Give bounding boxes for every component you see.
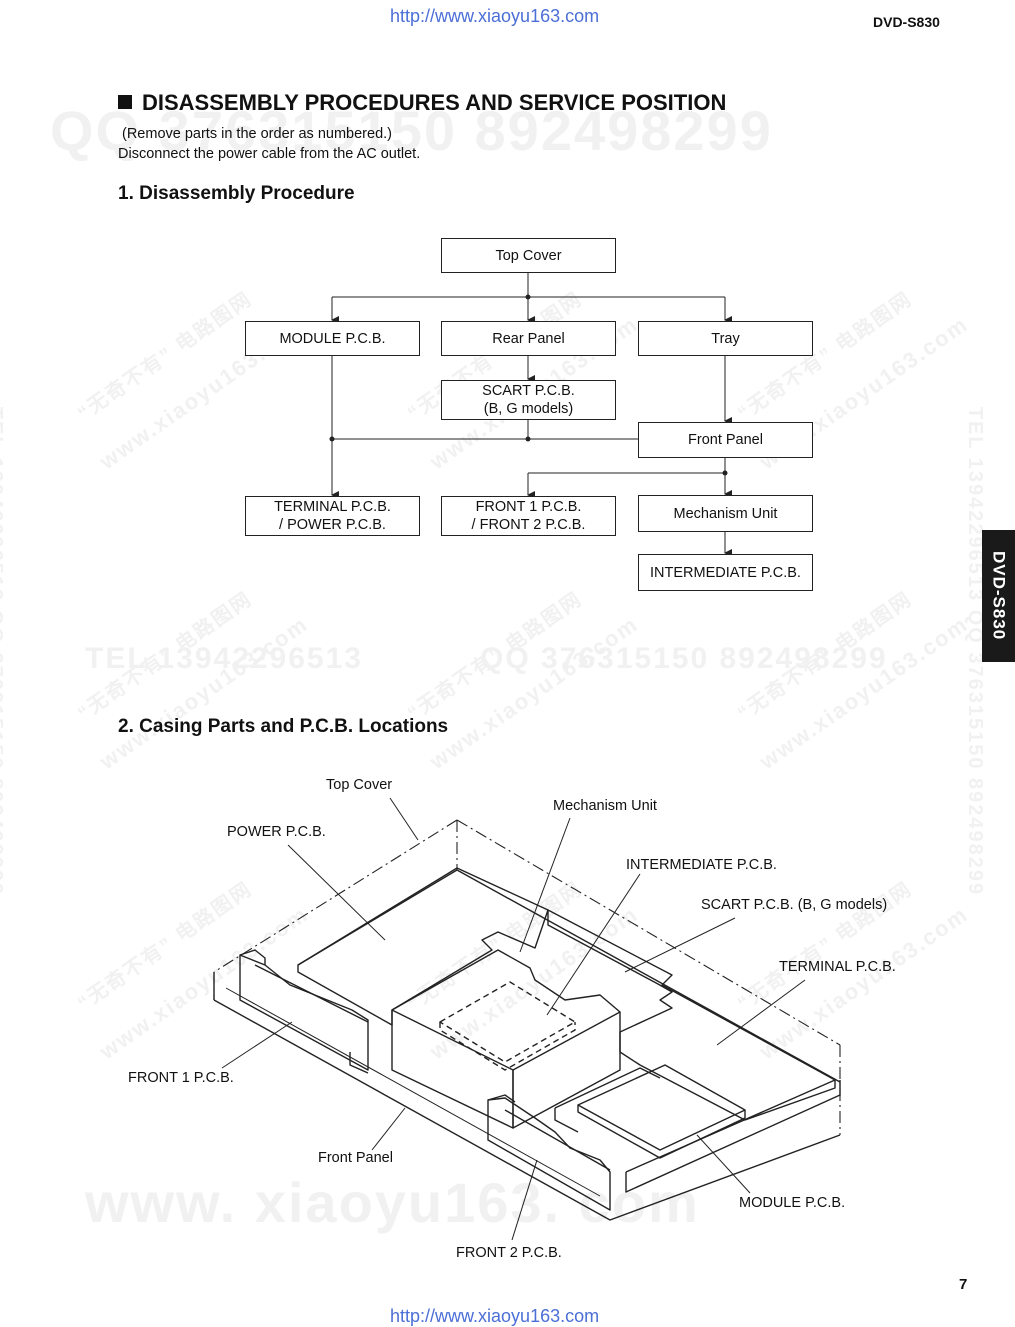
intermediate-pcb-shape [439,981,576,1063]
side-tab-model-text: DVD-S830 [989,551,1009,641]
flow-label-rear-panel: Rear Panel [492,330,565,347]
flow-box-scart-pcb: SCART P.C.B. (B, G models) [441,380,616,420]
note-power: Disconnect the power cable from the AC o… [118,146,421,162]
diagram-label-terminal-pcb: TERMINAL P.C.B. [779,959,896,975]
scart-terminal-pcb-shape [547,909,836,1121]
square-bullet-icon [118,95,132,109]
chassis-base [213,869,841,1221]
flow-box-mechanism-unit: Mechanism Unit [638,495,813,532]
flow-label-scart-line1: SCART P.C.B. [482,383,575,399]
diagram-label-mechanism-unit: Mechanism Unit [553,798,657,814]
flow-box-front-pcb: FRONT 1 P.C.B. / FRONT 2 P.C.B. [441,496,616,536]
diagram-label-front2-pcb: FRONT 2 P.C.B. [456,1245,562,1261]
flow-box-top-cover: Top Cover [441,238,616,273]
diagram-label-front-panel: Front Panel [318,1150,393,1166]
module-pcb-shape [554,1064,746,1159]
flow-label-top-cover: Top Cover [495,247,562,264]
note-order: (Remove parts in the order as numbered.) [122,126,392,142]
diagram-label-front1-pcb: FRONT 1 P.C.B. [128,1070,234,1086]
flow-box-terminal-pcb: TERMINAL P.C.B. / POWER P.C.B. [245,496,420,536]
section-1-title: 1. Disassembly Procedure [118,183,355,204]
flow-label-module-pcb: MODULE P.C.B. [279,330,386,347]
watermark-qq-top: QQ 376315150 892498299 [50,99,773,162]
flow-label-tray: Tray [711,330,740,347]
page-title-text: DISASSEMBLY PROCEDURES AND SERVICE POSIT… [142,90,727,115]
flow-label-intermediate-pcb: INTERMEDIATE P.C.B. [650,564,801,581]
flow-box-tray: Tray [638,321,813,356]
flow-label-mechanism-unit: Mechanism Unit [673,505,778,522]
front1-pcb-shape [239,949,369,1074]
flow-label-front-line2: / FRONT 2 P.C.B. [471,517,586,533]
side-tab-model: DVD-S830 [982,530,1015,662]
flow-box-module-pcb: MODULE P.C.B. [245,321,420,356]
flow-label-terminal-line1: TERMINAL P.C.B. [274,499,391,515]
flow-label-front-panel: Front Panel [688,432,763,448]
flow-box-front-panel: Front Panel [638,422,813,458]
bottom-url-link[interactable]: http://www.xiaoyu163.com [390,1306,600,1326]
diagram-label-module-pcb: MODULE P.C.B. [739,1195,846,1211]
page-title: DISASSEMBLY PROCEDURES AND SERVICE POSIT… [118,90,726,116]
header-model: DVD-S830 [873,14,940,30]
flowchart-connectors [329,272,732,557]
watermark-tel-mid: TEL 13942296513 [85,642,363,675]
mechanism-unit-shape [391,949,621,1129]
diagram-label-scart-pcb: SCART P.C.B. (B, G models) [701,897,888,913]
flow-label-scart-line2: (B, G models) [483,401,574,417]
flow-box-intermediate-pcb: INTERMEDIATE P.C.B. [638,554,813,591]
front2-pcb-shape [487,1094,611,1211]
power-pcb-shape [297,867,549,1026]
flow-label-front-line1: FRONT 1 P.C.B. [475,499,582,515]
page-number: 7 [959,1276,968,1293]
section-2-title: 2. Casing Parts and P.C.B. Locations [118,716,449,737]
leader-lines [221,797,806,1241]
diagram-label-power-pcb: POWER P.C.B. [227,824,326,840]
flow-box-rear-panel: Rear Panel [441,321,616,356]
flow-label-terminal-line2: / POWER P.C.B. [279,517,386,533]
watermark-qq-mid: QQ 376315150 892498299 [480,642,888,675]
diagram-label-intermediate-pcb: INTERMEDIATE P.C.B. [626,857,777,873]
diagram-label-top-cover: Top Cover [326,777,393,793]
top-url-link[interactable]: http://www.xiaoyu163.com [390,6,600,26]
